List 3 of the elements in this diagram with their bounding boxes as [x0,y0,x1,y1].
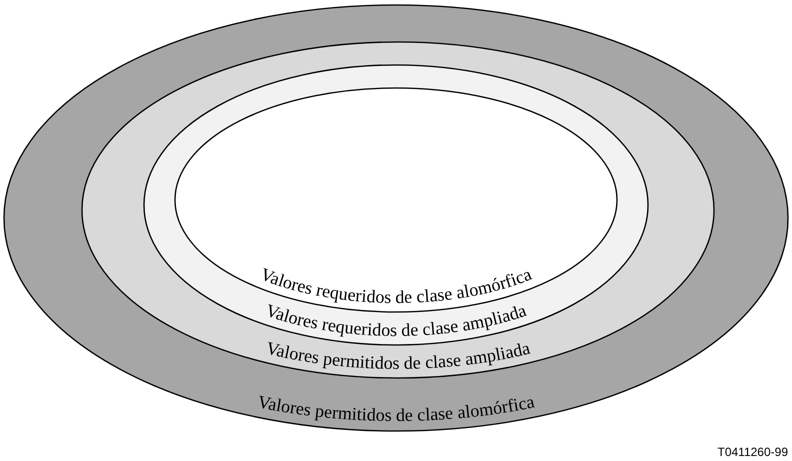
set-label: Valores permitidos de clase alomórfica [256,391,536,426]
set-label: Valores permitidos de clase ampliada [264,338,532,373]
figure-code: T0411260-99 [718,445,788,459]
